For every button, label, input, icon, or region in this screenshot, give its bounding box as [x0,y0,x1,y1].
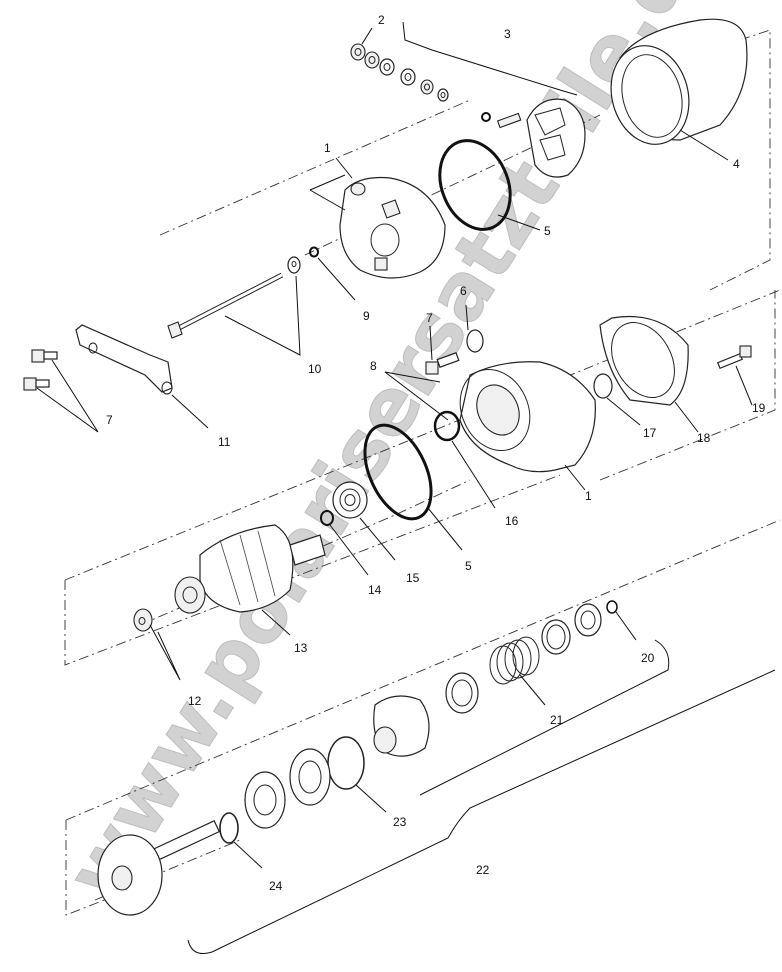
part-13-armature[interactable] [174,524,326,614]
callout-1-upper: 1 [324,141,331,155]
part-12-thrust-washers[interactable] [133,608,153,632]
callout-18: 18 [697,431,711,445]
part-14-circlip[interactable] [320,510,334,526]
callout-22: 22 [476,863,490,877]
callout-12: 12 [188,694,202,708]
part-9-small-o-ring[interactable] [309,246,319,258]
part-10-through-bolt[interactable] [167,256,301,339]
callout-6: 6 [460,284,467,298]
part-7-bolts-left[interactable] [23,349,58,391]
part-16-o-ring[interactable] [433,410,461,442]
part-15-bearing[interactable] [332,481,368,519]
callout-21: 21 [550,713,564,727]
callout-8: 8 [370,359,377,373]
part-21-spring[interactable] [489,636,540,685]
part-11-mounting-bracket[interactable] [75,324,173,395]
part-17-washer-plate[interactable] [593,373,613,399]
callout-17: 17 [643,426,657,440]
thrust-plate[interactable] [244,771,286,829]
callout-13: 13 [294,641,308,655]
part-23-retaining-ring[interactable] [327,736,365,790]
callout-3: 3 [504,27,511,41]
part-24-c-ring[interactable] [219,812,239,844]
clutch-segments[interactable] [289,748,331,806]
callout-10: 10 [308,362,322,376]
part-20-snap-ring[interactable] [606,600,618,614]
callout-2: 2 [378,13,385,27]
part-3-brush-holder[interactable] [481,98,586,178]
part-7-bolt-right[interactable] [425,352,460,375]
part-18-gasket[interactable] [599,311,689,408]
watermark: www.polarisersatzteile.de [49,0,735,916]
drive-assembly-bracket [187,669,776,954]
callout-15: 15 [406,571,420,585]
callout-4: 4 [733,157,740,171]
part-5-o-ring-lower[interactable] [351,415,444,529]
part-1-end-cover[interactable] [339,176,446,279]
part-6-washer[interactable] [466,329,484,353]
callout-23: 23 [393,815,407,829]
part-19-flange-bolt[interactable] [716,345,752,370]
callout-7-right: 7 [426,311,433,325]
callout-9: 9 [363,309,370,323]
callout-16: 16 [505,514,519,528]
callout-14: 14 [368,583,382,597]
callout-20: 20 [641,651,655,665]
drive-shaft-gear[interactable] [97,819,221,916]
callout-7-left: 7 [106,413,113,427]
part-4-yoke[interactable] [600,18,748,153]
drive-collars[interactable] [445,603,602,714]
callout-24: 24 [269,879,283,893]
callout-1-lower: 1 [585,489,592,503]
callout-5-lower: 5 [465,559,472,573]
callout-labels: 2 3 4 1 5 9 6 7 10 8 7 11 19 18 17 1 16 … [106,13,766,893]
pinion-clutch[interactable] [373,695,430,757]
callout-19: 19 [752,401,766,415]
watermark-text: www.polarisersatzteile.de [50,0,735,915]
callout-11: 11 [218,435,231,449]
part-1-drive-housing[interactable] [447,358,596,473]
part-5-o-ring-upper[interactable] [427,130,523,240]
part-2-nuts-washers[interactable] [350,43,449,102]
callout-5-upper: 5 [544,224,551,238]
